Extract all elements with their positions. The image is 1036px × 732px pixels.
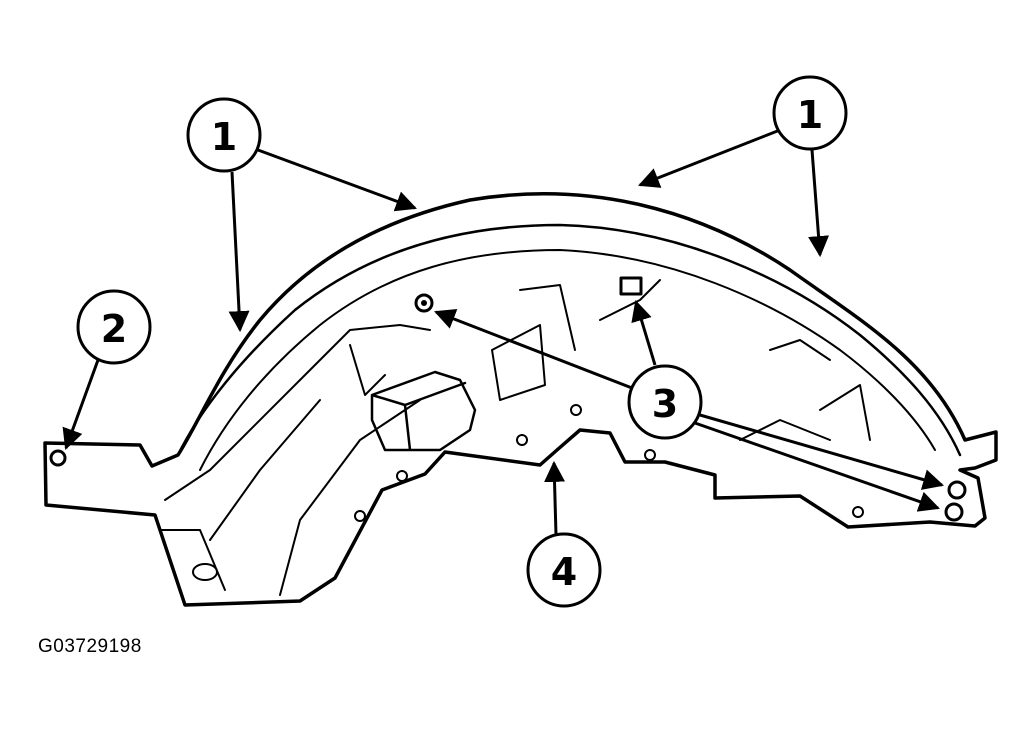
callout-label: 1 [211,115,237,159]
arrow-3-left [434,309,633,390]
liner-flange-hole [192,563,218,581]
liner-inner-rim-2 [199,249,936,471]
liner-rib-2 [519,284,576,351]
callout-label: 4 [551,550,577,594]
arrow-1-right-arc [638,128,781,188]
arrow-1-right-edge [808,149,830,258]
leader-arrows [62,128,945,536]
fastener-clips [49,276,967,522]
liner-outline [43,192,998,607]
arrow-3-right-lower [694,421,940,512]
figure-id: G03729198 [38,636,142,657]
arrow-3-right-upper [699,413,945,490]
callout-1-left: 1 [186,97,262,173]
arrow-1-left-edge [228,171,250,333]
arrow-1-left-arc [257,148,417,212]
arrow-2 [62,359,100,450]
mounting-holes [354,404,864,522]
callout-label: 3 [652,382,678,426]
liner-wall-line-3 [279,399,421,596]
arrow-3-top [631,299,657,366]
liner-rib-4 [739,419,831,441]
liner-rib-5 [819,384,871,441]
liner-inner-rim [176,223,962,457]
liner-wall-line-4 [349,344,386,396]
callout-1-right: 1 [772,75,848,151]
callout-3: 3 [627,364,703,440]
callout-4: 4 [526,532,602,608]
liner-block [370,370,477,452]
liner-wall-line-1 [164,324,431,501]
callout-2: 2 [76,289,152,365]
fender-liner [43,192,998,607]
liner-rib-3 [599,279,661,321]
liner-wall-line-2 [209,399,321,541]
callout-label: 1 [797,93,823,137]
callout-label: 2 [101,307,127,351]
arrow-4 [544,460,566,536]
liner-rib-1 [491,324,546,401]
liner-rib-6 [769,339,831,361]
